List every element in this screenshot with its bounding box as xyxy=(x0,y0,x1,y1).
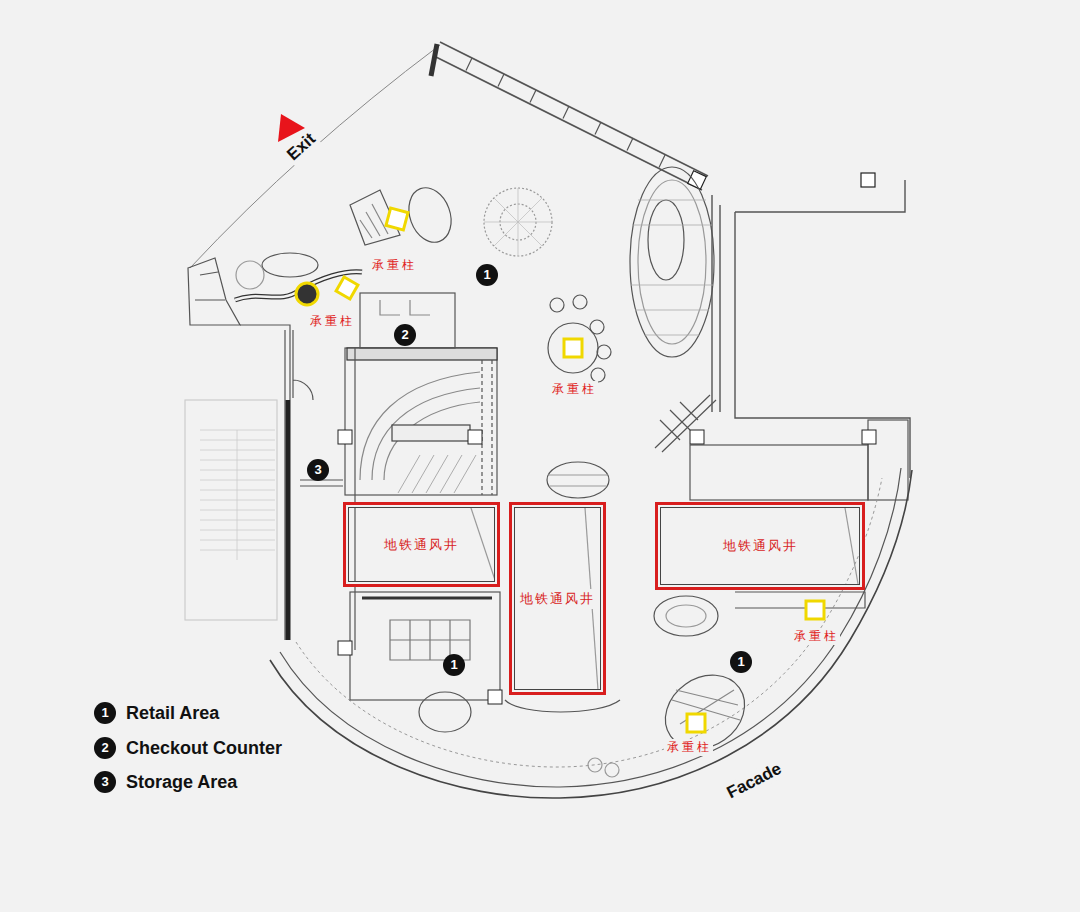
bench xyxy=(392,425,470,441)
stool xyxy=(550,298,564,312)
callout-number: 2 xyxy=(394,324,416,346)
drum-fixture xyxy=(547,462,609,498)
callout-number: 1 xyxy=(443,654,465,676)
lower-room xyxy=(362,597,492,600)
ventilation-shaft: 地铁通风井 xyxy=(509,502,606,695)
legend-number: 3 xyxy=(94,771,116,793)
stair-steps xyxy=(398,455,476,493)
structural-column xyxy=(338,430,352,444)
facade-label: Facade xyxy=(722,758,787,804)
callout-number: 1 xyxy=(730,651,752,673)
pod-fixture xyxy=(648,200,684,280)
display-plinth xyxy=(262,253,318,277)
shaft-detail xyxy=(845,508,858,584)
column-label: 承重柱 xyxy=(549,381,598,398)
drum-fixture xyxy=(548,475,608,486)
stairwell xyxy=(185,400,277,620)
facade-bar xyxy=(735,592,865,608)
callout-number: 1 xyxy=(476,264,498,286)
shaft-label: 地铁通风井 xyxy=(518,589,597,609)
shaft-label: 地铁通风井 xyxy=(721,536,800,556)
load-bearing-column xyxy=(386,208,408,230)
lower-room xyxy=(350,592,500,700)
legend-text: Checkout Counter xyxy=(126,738,282,759)
plant xyxy=(588,758,602,772)
facade-outer xyxy=(270,470,912,798)
legend-text: Retail Area xyxy=(126,703,219,724)
pod-fixture xyxy=(654,596,718,636)
fan-display xyxy=(360,204,388,238)
service-band xyxy=(690,445,868,500)
stair-hall xyxy=(345,348,497,495)
stool xyxy=(597,345,611,359)
structural-column xyxy=(468,430,482,444)
load-bearing-column xyxy=(564,339,582,357)
load-bearing-column xyxy=(296,283,318,305)
pod-fixture xyxy=(630,167,714,357)
bench-fixture xyxy=(505,700,620,712)
interior-wall xyxy=(300,348,355,650)
structural-column xyxy=(861,173,875,187)
facade-edge xyxy=(296,478,882,767)
callout-number: 3 xyxy=(307,459,329,481)
structural-column xyxy=(338,641,352,655)
structural-column xyxy=(690,430,704,444)
legend-number: 2 xyxy=(94,737,116,759)
structural-column xyxy=(862,430,876,444)
column-label: 承重柱 xyxy=(664,739,713,756)
stair-hall xyxy=(482,360,492,495)
exit-arc xyxy=(190,45,440,268)
pod-fixture xyxy=(638,180,706,344)
fan-display xyxy=(402,182,459,248)
column-label: 承重柱 xyxy=(307,313,356,330)
round-rug xyxy=(484,188,552,256)
display-plinth xyxy=(236,261,264,289)
pod-fixture xyxy=(666,605,706,627)
structural-column xyxy=(488,690,502,704)
load-bearing-column xyxy=(806,601,824,619)
load-bearing-column xyxy=(336,277,358,299)
door xyxy=(293,330,313,400)
entry-room xyxy=(188,258,240,325)
stair-hall xyxy=(347,348,497,360)
shaft-detail xyxy=(470,505,495,580)
entry-room xyxy=(195,272,225,300)
spiral-stair xyxy=(360,372,480,480)
legend-text: Storage Area xyxy=(126,772,237,793)
load-bearing-column xyxy=(687,714,705,732)
ventilation-shaft: 地铁通风井 xyxy=(655,502,865,590)
round-rug xyxy=(484,188,552,256)
wall-end xyxy=(431,44,437,76)
shaft-label: 地铁通风井 xyxy=(382,535,461,555)
stool xyxy=(590,320,604,334)
side-stair xyxy=(655,395,716,452)
checkout-counter xyxy=(360,293,455,348)
checkout-counter xyxy=(380,300,430,315)
window-mullions xyxy=(466,58,665,168)
woven-fixture xyxy=(651,660,759,764)
right-wall xyxy=(712,195,720,412)
column-label: 承重柱 xyxy=(369,257,418,274)
stairwell xyxy=(200,430,275,560)
left-wall xyxy=(240,325,290,640)
facade-inner xyxy=(280,468,901,787)
stool xyxy=(573,295,587,309)
annex-wall xyxy=(735,180,910,478)
pod-hatch xyxy=(631,200,713,335)
legend-number: 1 xyxy=(94,702,116,724)
left-wall xyxy=(286,400,291,640)
ventilation-shaft: 地铁通风井 xyxy=(343,502,500,587)
plant xyxy=(605,763,619,777)
column-label: 承重柱 xyxy=(791,628,840,645)
round-fixture xyxy=(419,692,471,732)
